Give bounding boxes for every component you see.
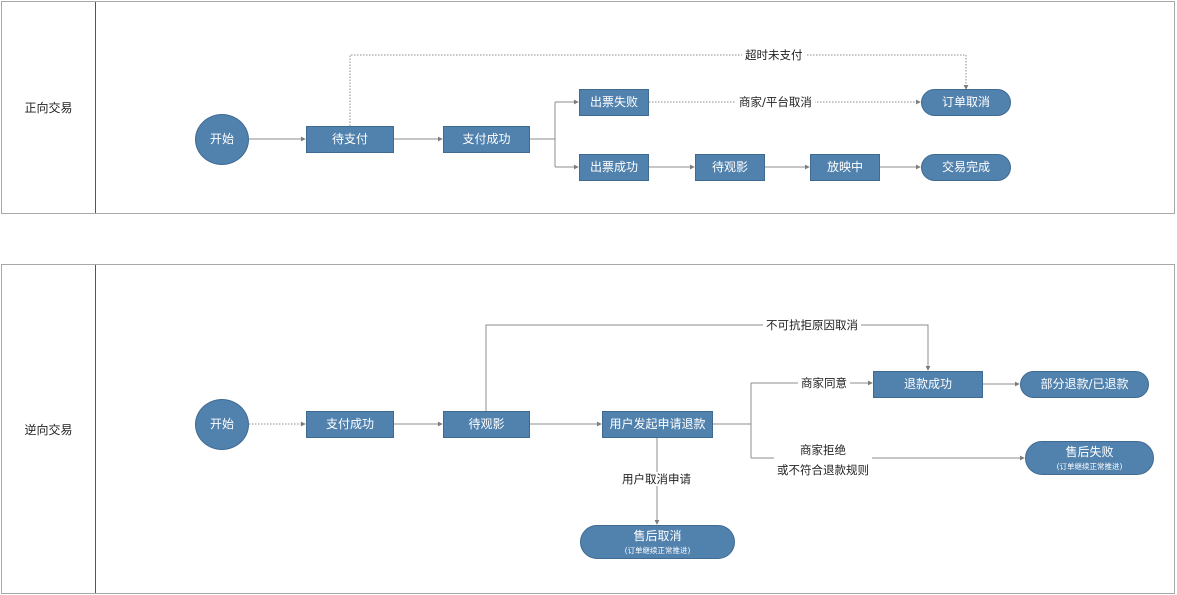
forward-lane-title: 正向交易: [2, 2, 96, 213]
label-timeout: 超时未支付: [742, 48, 806, 62]
node-refund-success: 退款成功: [873, 371, 983, 398]
node-showing: 放映中: [810, 154, 880, 181]
node-order-cancel: 订单取消: [921, 89, 1011, 116]
node-pay-success: 支付成功: [443, 126, 530, 153]
node-reverse-start: 开始: [195, 399, 249, 450]
node-ticket-success: 出票成功: [579, 154, 649, 181]
node-forward-start: 开始: [195, 114, 249, 165]
node-trade-done: 交易完成: [921, 154, 1011, 181]
node-waiting-watch: 待观影: [695, 154, 765, 181]
reverse-lane-title: 逆向交易: [2, 265, 96, 593]
label-merchant-agree: 商家同意: [798, 376, 850, 390]
label-merchant-cancel: 商家/平台取消: [736, 95, 815, 109]
label-merchant-reject-line2: 或不符合退款规则: [777, 463, 869, 477]
node-aftersale-fail-title: 售后失败: [1065, 444, 1114, 459]
node-aftersale-cancel-note: (订单继续正常推进): [624, 546, 691, 556]
label-merchant-reject-line1: 商家拒绝: [800, 443, 846, 457]
label-user-cancel: 用户取消申请: [619, 472, 694, 486]
label-force-majeure: 不可抗拒原因取消: [763, 318, 861, 332]
node-r-waiting-watch: 待观影: [443, 411, 530, 438]
node-pending-pay: 待支付: [306, 126, 394, 153]
node-user-refund: 用户发起申请退款: [602, 411, 713, 438]
label-merchant-reject: 商家拒绝 或不符合退款规则: [774, 440, 872, 480]
node-aftersale-fail-note: (订单继续正常推进): [1056, 462, 1123, 472]
edge-force-majeure: [485, 324, 931, 411]
edge-timeout: [349, 54, 969, 126]
node-aftersale-fail: 售后失败 (订单继续正常推进): [1025, 441, 1154, 475]
node-r-pay-success: 支付成功: [306, 411, 394, 438]
node-ticket-fail: 出票失败: [579, 89, 649, 116]
node-partial-refund: 部分退款/已退款: [1020, 371, 1149, 398]
node-aftersale-cancel: 售后取消 (订单继续正常推进): [580, 525, 735, 559]
node-aftersale-cancel-title: 售后取消: [633, 528, 682, 543]
